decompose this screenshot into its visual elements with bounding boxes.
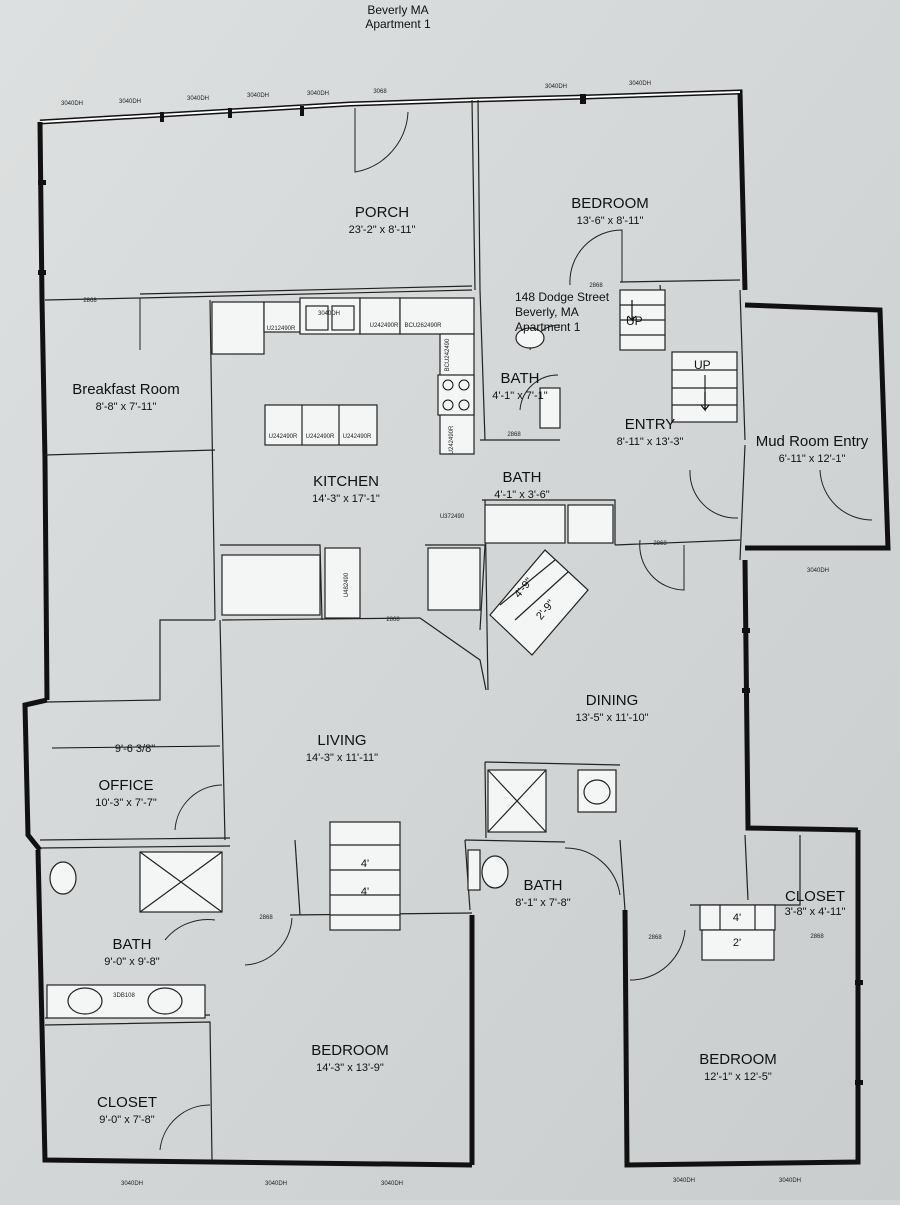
room-name-living: LIVING bbox=[317, 732, 366, 749]
room-dim-entry: 8'-11" x 13'-3" bbox=[617, 436, 684, 448]
door-code: 2868 bbox=[386, 617, 400, 623]
room-dim-living: 14'-3" x 11'-11" bbox=[306, 752, 378, 764]
room-dim-closet-right: 3'-8" x 4'-11" bbox=[785, 906, 846, 918]
room-name-breakfast: Breakfast Room bbox=[72, 381, 180, 398]
window-code: 3040DH bbox=[247, 93, 269, 99]
room-dim-closet-left: 9'-0" x 7'-8" bbox=[99, 1114, 155, 1126]
room-dim-office: 10'-3" x 7'-7" bbox=[95, 797, 157, 809]
room-name-bedroom-top: BEDROOM bbox=[571, 195, 649, 212]
door-code: 2868 bbox=[648, 935, 662, 941]
door-code: 2868 bbox=[653, 541, 667, 547]
address-city: Beverly, MA bbox=[515, 305, 579, 319]
room-dim-bedroom-main: 14'-3" x 13'-9" bbox=[316, 1062, 384, 1074]
window-code: 3040DH bbox=[187, 96, 209, 102]
step-dim-d: 2' bbox=[733, 937, 741, 949]
stairs bbox=[329, 289, 776, 961]
window-code: 3040DH bbox=[307, 91, 329, 97]
header-city: Beverly MA bbox=[367, 3, 428, 17]
room-dim-porch: 23'-2" x 8'-11" bbox=[349, 224, 416, 236]
window-code-3068: 3068 bbox=[373, 89, 387, 95]
cabinet-code: U372490 bbox=[440, 514, 465, 520]
window-code: 3040DH bbox=[779, 1178, 801, 1184]
interior-walls bbox=[39, 99, 801, 1161]
room-name-closet-left: CLOSET bbox=[97, 1094, 157, 1111]
room-dim-mudroom: 6'-11" x 12'-1" bbox=[779, 453, 846, 465]
room-name-entry: ENTRY bbox=[625, 416, 676, 433]
step-dim-c: 4' bbox=[733, 912, 741, 924]
step-dim-a: 4' bbox=[361, 858, 369, 870]
room-dim-bedroom-top: 13'-6" x 8'-11" bbox=[577, 215, 644, 227]
address-apartment: Apartment 1 bbox=[515, 320, 581, 334]
window-code: 3040DH bbox=[121, 1181, 143, 1187]
window-code: 3040DH bbox=[673, 1178, 695, 1184]
window-code: 3040DH bbox=[61, 101, 83, 107]
room-dim-bath-small: 4'-1" x 7'-1" bbox=[492, 390, 548, 402]
room-dim-bath-hall: 8'-1" x 7'-8" bbox=[515, 897, 571, 909]
door-code: 2868 bbox=[589, 283, 603, 289]
room-name-bath-small: BATH bbox=[501, 370, 540, 387]
room-name-dining: DINING bbox=[586, 692, 639, 709]
address-street: 148 Dodge Street bbox=[515, 290, 610, 304]
window-code: 3040DH bbox=[265, 1181, 287, 1187]
room-dim-bath-master: 9'-0" x 9'-8" bbox=[104, 956, 160, 968]
door-code: 2868 bbox=[259, 915, 273, 921]
window-code: 3040DH bbox=[807, 568, 829, 574]
hall-cabinets bbox=[427, 504, 614, 611]
room-name-bath-master: BATH bbox=[113, 936, 152, 953]
header-apartment: Apartment 1 bbox=[365, 17, 431, 31]
cabinet-code: BCU242490 bbox=[445, 338, 451, 371]
door-code: 2868 bbox=[507, 432, 521, 438]
window-code: 3040DH bbox=[119, 99, 141, 105]
cabinet-code: U242490R bbox=[306, 434, 335, 440]
cabinet-code: U242490R bbox=[269, 434, 298, 440]
cabinet-code: U242490R bbox=[449, 425, 455, 454]
cabinet-code: U242490R bbox=[343, 434, 372, 440]
cabinet-code: U212490R bbox=[267, 326, 296, 332]
room-name-kitchen: KITCHEN bbox=[313, 473, 379, 490]
sink-code: 3040DH bbox=[318, 311, 340, 317]
window-code: 3040DH bbox=[381, 1181, 403, 1187]
room-name-bedroom-main: BEDROOM bbox=[311, 1042, 389, 1059]
room-name-bath-hall: BATH bbox=[524, 877, 563, 894]
window-ticks bbox=[38, 94, 863, 1085]
arrow-down-icon bbox=[700, 392, 710, 412]
room-name-office: OFFICE bbox=[99, 777, 154, 794]
kitchen-fixtures bbox=[211, 297, 475, 619]
room-dim-bedroom-right: 12'-1" x 12'-5" bbox=[704, 1071, 772, 1083]
step-dim-b: 4' bbox=[361, 886, 369, 898]
room-name-closet-right: CLOSET bbox=[785, 888, 845, 905]
code-labels: 3040DH 3040DH 3040DH 3040DH 3040DH 3068 … bbox=[61, 81, 829, 1187]
address-note: 148 Dodge Street Beverly, MA Apartment 1 bbox=[515, 290, 610, 334]
room-dim-bath-mid: 4'-1" x 3'-6" bbox=[494, 489, 550, 501]
cabinet-code: U242490R bbox=[370, 323, 399, 329]
office-dim-line bbox=[51, 745, 221, 749]
stair-up-label-2: UP bbox=[694, 358, 711, 372]
door-code: 2868 bbox=[810, 934, 824, 940]
room-name-mudroom: Mud Room Entry bbox=[756, 433, 869, 450]
cabinet-code: U482490 bbox=[344, 572, 350, 597]
room-name-porch: PORCH bbox=[355, 204, 409, 221]
window-code: 3040DH bbox=[545, 84, 567, 90]
room-name-bath-mid: BATH bbox=[503, 469, 542, 486]
room-dim-kitchen: 14'-3" x 17'-1" bbox=[312, 493, 380, 505]
bath-fixtures bbox=[46, 327, 617, 1019]
room-dim-breakfast: 8'-8" x 7'-11" bbox=[96, 401, 157, 413]
room-dim-dining: 13'-5" x 11'-10" bbox=[576, 712, 649, 724]
window-code: 3040DH bbox=[629, 81, 651, 87]
arrow-up-icon bbox=[627, 300, 637, 322]
room-labels: PORCH 23'-2" x 8'-11" BEDROOM 13'-6" x 8… bbox=[72, 195, 869, 1126]
door-code: 2868 bbox=[83, 298, 97, 304]
vanity-code: 3DB108 bbox=[113, 993, 135, 999]
office-width-dim: 9'-6 3/8" bbox=[115, 743, 155, 755]
cabinet-code: BCU262490R bbox=[404, 323, 442, 329]
room-name-bedroom-right: BEDROOM bbox=[699, 1051, 777, 1068]
